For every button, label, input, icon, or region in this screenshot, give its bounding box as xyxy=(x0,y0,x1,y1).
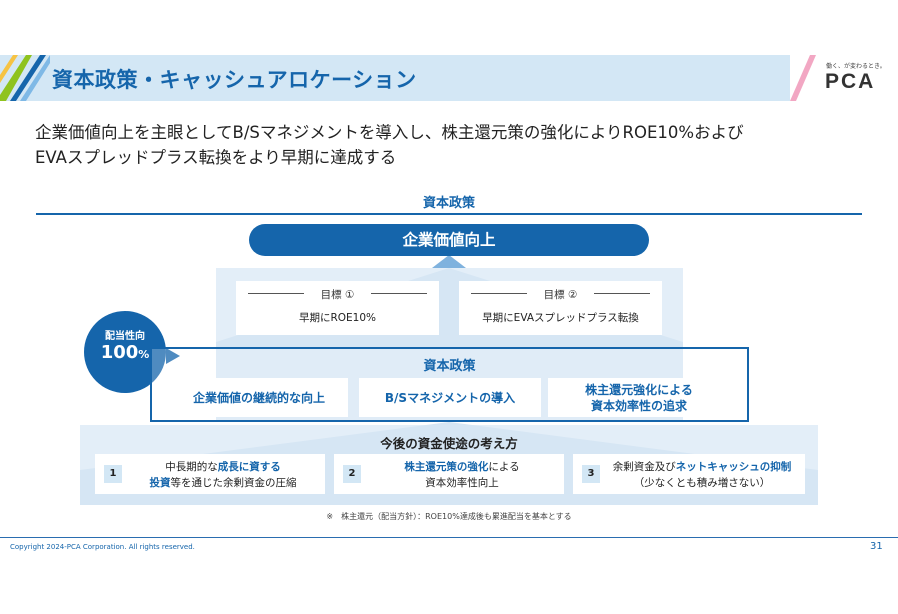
goal-rule-right xyxy=(594,293,650,294)
goal-rule-right xyxy=(371,293,427,294)
highlight-text: 投資 xyxy=(149,477,171,489)
text-segment: 中長期的な xyxy=(165,461,218,473)
highlight-text: 成長に資する xyxy=(217,461,281,473)
fund-use-text: 株主還元策の強化による 資本効率性向上 xyxy=(364,459,560,491)
copyright-text: Copyright 2024-PCA Corporation. All righ… xyxy=(10,543,195,551)
footnote: ※ 株主還元（配当方針）：ROE10%達成後も累進配当を基本とする xyxy=(326,512,572,521)
highlight-text: ネットキャッシュの抑制 xyxy=(675,461,792,473)
goal-rule-left xyxy=(248,293,304,294)
policy-item-shareholder-return: 株主還元強化による 資本効率性の追求 xyxy=(548,378,730,417)
payout-ratio-value: 100% xyxy=(84,342,166,363)
payout-number: 100 xyxy=(100,342,139,363)
section-divider xyxy=(36,213,862,215)
lead-line-1: 企業価値向上を主眼としてB/Sマネジメントを導入し、株主還元策の強化によりROE… xyxy=(35,123,744,142)
policy-item-bs-management: B/Sマネジメントの導入 xyxy=(359,378,541,417)
goal-card-2: 目標 ② 早期にEVAスプレッドプラス転換 xyxy=(459,281,662,335)
fund-use-number: 1 xyxy=(104,465,122,483)
fund-use-card-2: 2 株主還元策の強化による 資本効率性向上 xyxy=(334,454,564,494)
brand-logo: 働く、が変わるとき。 PCA xyxy=(790,55,898,101)
goal-heading: 目標 ① xyxy=(320,289,355,301)
payout-ratio-badge: 配当性向 100% xyxy=(84,311,166,393)
policy-item-text-line2: 資本効率性の追求 xyxy=(590,398,687,413)
text-segment: による xyxy=(488,461,520,473)
logo-tagline: 働く、が変わるとき。 xyxy=(826,63,886,70)
goal-rule-left xyxy=(471,293,527,294)
goal-text: 早期にROE10% xyxy=(298,312,377,324)
text-segment: 資本効率性向上 xyxy=(425,477,499,489)
text-segment: （少なくとも積み増さない） xyxy=(633,477,771,489)
policy-item-text-line1: 株主還元強化による xyxy=(585,382,693,397)
logo-wordmark: PCA xyxy=(825,70,876,93)
fund-use-text: 中長期的な成長に資する 投資等を通じた余剰資金の圧縮 xyxy=(125,459,321,491)
lead-line-2: EVAスプレッドプラス転換をより早期に達成する xyxy=(35,148,397,167)
policy-item-value-growth: 企業価値の継続的な向上 xyxy=(170,378,348,417)
logo-slash-icon xyxy=(790,55,816,101)
capital-policy-title: 資本政策 xyxy=(423,359,476,374)
fund-use-text: 余剰資金及びネットキャッシュの抑制 （少なくとも積み増さない） xyxy=(603,459,801,491)
header-band xyxy=(0,55,898,101)
capital-policy-frame: 資本政策 企業価値の継続的な向上 B/Sマネジメントの導入 株主還元強化による … xyxy=(150,347,749,422)
goal-card-1: 目標 ① 早期にROE10% xyxy=(236,281,439,335)
fund-use-number: 3 xyxy=(582,465,600,483)
page-title: 資本政策・キャッシュアロケーション xyxy=(52,68,417,92)
fund-use-card-3: 3 余剰資金及びネットキャッシュの抑制 （少なくとも積み増さない） xyxy=(573,454,805,494)
lead-statement: 企業価値向上を主眼としてB/Sマネジメントを導入し、株主還元策の強化によりROE… xyxy=(35,120,744,170)
fund-use-card-1: 1 中長期的な成長に資する 投資等を通じた余剰資金の圧縮 xyxy=(95,454,325,494)
highlight-text: 株主還元策の強化 xyxy=(404,461,489,473)
policy-item-text: B/Sマネジメントの導入 xyxy=(384,390,516,405)
fund-use-number: 2 xyxy=(343,465,361,483)
payout-ratio-label: 配当性向 xyxy=(105,331,145,342)
payout-unit: % xyxy=(138,348,150,361)
goal-heading: 目標 ② xyxy=(543,289,578,301)
section-title: 資本政策 xyxy=(422,196,475,211)
policy-item-text: 企業価値の継続的な向上 xyxy=(192,390,325,405)
fund-uses-title: 今後の資金使途の考え方 xyxy=(380,436,518,451)
footer-divider xyxy=(0,537,898,538)
text-segment: 等を通じた余剰資金の圧縮 xyxy=(170,477,297,489)
page-number: 31 xyxy=(870,541,883,552)
goal-text: 早期にEVAスプレッドプラス転換 xyxy=(482,312,639,324)
text-segment: 余剰資金及び xyxy=(612,461,676,473)
corporate-value-goal: 企業価値向上 xyxy=(249,224,649,256)
corner-stripes-decoration xyxy=(0,55,50,101)
